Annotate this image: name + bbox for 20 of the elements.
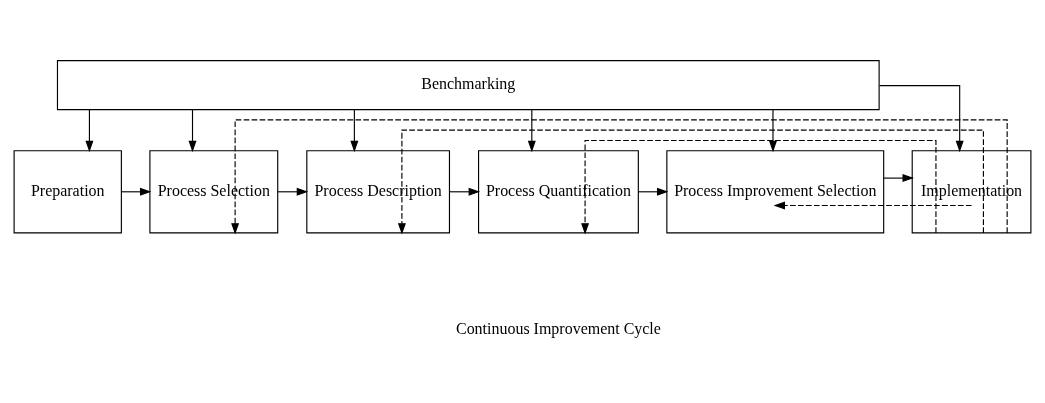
- arrow: [277, 187, 309, 196]
- arrow: [188, 109, 197, 153]
- arrow: [231, 119, 1008, 235]
- arrow: [121, 187, 152, 196]
- arrow: [449, 187, 481, 196]
- node-box: Preparation: [13, 150, 122, 234]
- arrow: [883, 174, 914, 183]
- arrow: [773, 201, 973, 210]
- arrow: [769, 109, 777, 153]
- arrow: [638, 187, 669, 196]
- arrow: [350, 109, 359, 153]
- arrow: [85, 109, 94, 153]
- node-box: Benchmarking: [56, 60, 880, 111]
- arrow: [397, 129, 984, 235]
- node-box: Implementation: [911, 150, 1032, 234]
- arrow: [527, 109, 536, 153]
- label: Continuous Improvement Cycle: [455, 319, 661, 337]
- arrow: [879, 85, 964, 153]
- node-box: Process Improvement Selection: [666, 150, 885, 234]
- arrow: [581, 139, 937, 235]
